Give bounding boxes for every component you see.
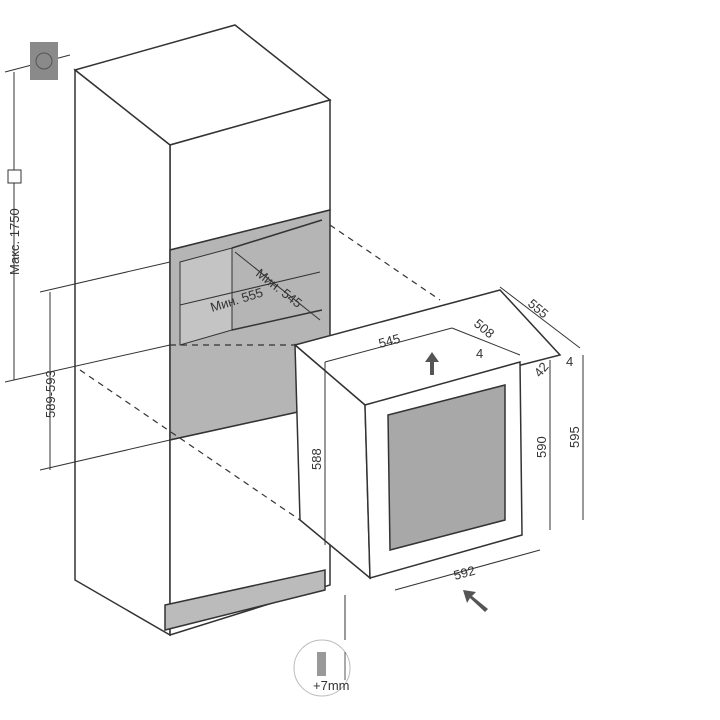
foot-adjust-label: +7mm [313,678,349,693]
wall-socket-icon [30,42,58,80]
up-arrow-icon [425,352,439,375]
total-height-label: 595 [567,426,582,448]
top-depth-total-label: 555 [525,296,551,321]
socket-symbol-icon [7,169,22,184]
gap-left-label: 4 [476,346,483,361]
front-arrow-icon [463,590,488,612]
front-width-label: 592 [452,563,477,583]
top-width-label: 545 [377,331,402,351]
side-height-label: 588 [309,448,324,470]
plinth [164,569,326,631]
max-height-label: Макс. 1750 [7,208,22,275]
gap-right-label: 4 [566,354,573,369]
niche-height-label: 589-593 [43,370,58,418]
body-height-label: 590 [534,436,549,458]
cabinet-side [74,68,171,637]
door-glass [387,384,506,551]
